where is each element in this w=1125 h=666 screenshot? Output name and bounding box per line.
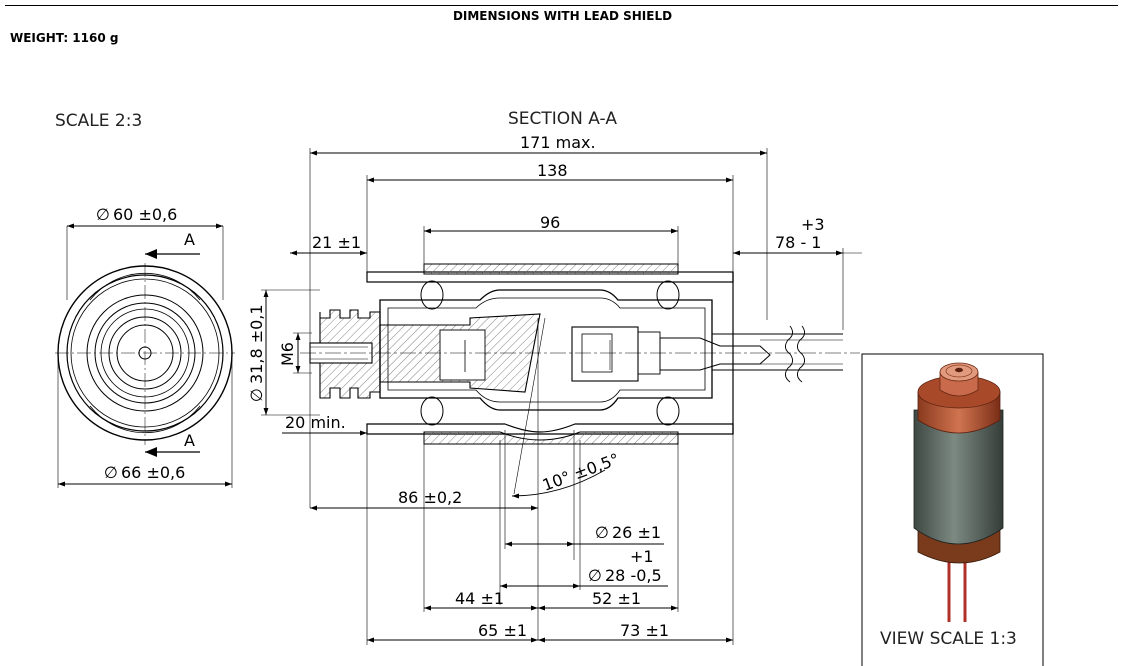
section-marker-top: A — [184, 230, 195, 249]
page-title: DIMENSIONS WITH LEAD SHIELD — [452, 9, 673, 23]
iso-view: VIEW SCALE 1:3 — [861, 353, 1044, 666]
dim-text-shield: 96 — [540, 213, 560, 232]
dim-text-dia-28: 28 -0,5 — [605, 566, 662, 585]
section-arrow-bottom — [145, 447, 157, 457]
o-ring — [656, 280, 680, 310]
dim-text-min: 20 min. — [285, 413, 346, 432]
iso-view-frame — [861, 353, 1044, 666]
dia-symbol: ∅ — [588, 566, 602, 585]
terminal-ring — [945, 364, 973, 378]
dim-text-overall: 171 max. — [520, 133, 596, 152]
dim-text-flange-dia: 31,8 ±0,1 — [247, 304, 266, 384]
front-view-scale: SCALE 2:3 — [55, 111, 142, 131]
o-ring — [420, 280, 444, 310]
dim-text-flange-dia-symbol: ∅ — [247, 388, 266, 402]
angle-arc — [511, 469, 606, 499]
o-ring — [656, 396, 680, 426]
o-ring — [420, 396, 444, 426]
dia-symbol: ∅ — [96, 205, 110, 224]
dim-text-lead: 78 - 1 — [775, 233, 821, 252]
tube-envelope — [379, 289, 713, 411]
tube-envelope-inner — [387, 297, 706, 403]
dim-text-angle: 10° ±0,5° — [540, 449, 622, 494]
dim-text-73: 73 ±1 — [620, 621, 669, 640]
angle-line-1 — [513, 317, 546, 495]
section-marker-bottom: A — [184, 431, 195, 450]
dim-text-dia-60: 60 ±0,6 — [113, 205, 177, 224]
dim-text-86: 86 ±0,2 — [398, 488, 462, 507]
lead-connector — [659, 337, 771, 371]
dia-symbol: ∅ — [104, 463, 118, 482]
dim-text-65: 65 ±1 — [478, 621, 527, 640]
anode-cavity — [439, 329, 486, 381]
shield-tube-bottom — [366, 423, 734, 435]
dim-text-44: 44 ±1 — [455, 589, 504, 608]
section-title: SECTION A-A — [508, 109, 617, 129]
dim-text-52: 52 ±1 — [592, 589, 641, 608]
dim-text-dia-26: 26 ±1 — [612, 523, 661, 542]
weight-label: WEIGHT: 1160 g — [10, 31, 119, 45]
terminal-hole — [955, 367, 963, 373]
top-rule — [5, 5, 1118, 6]
dim-text-thread-len: 21 ±1 — [312, 233, 361, 252]
front-view: SCALE 2:3 ∅ 60 ±0,6 A A ∅ 66 ±0,6 — [55, 111, 235, 488]
section-view: SECTION A-A 171 max. 138 96 +3 78 - 1 21… — [247, 109, 862, 645]
break-line — [785, 325, 793, 383]
shield-cylinder — [913, 409, 1004, 545]
dim-text-body: 138 — [537, 161, 568, 180]
dia-symbol: ∅ — [595, 523, 609, 542]
section-arrow-top — [145, 249, 157, 259]
dim-text-thread: M6 — [278, 342, 297, 366]
break-line — [797, 325, 805, 383]
lead-shield-top — [423, 263, 679, 275]
dim-text-lead-tol: +3 — [801, 215, 825, 234]
dim-text-dia-66: 66 ±0,6 — [121, 463, 185, 482]
dim-text-dia-28-tol: +1 — [630, 547, 654, 566]
iso-view-label: VIEW SCALE 1:3 — [880, 629, 1017, 649]
lead-shield-bottom — [423, 431, 679, 445]
